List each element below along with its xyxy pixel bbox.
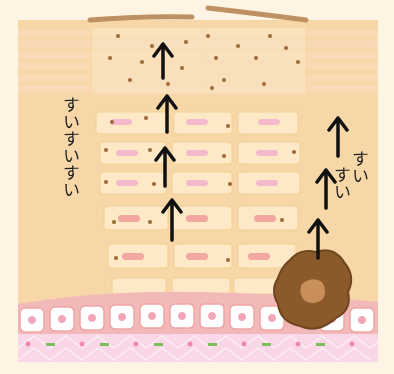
melanin-spot-icon [273, 249, 353, 330]
skin-flake-icon [205, 5, 309, 23]
up-arrow-icon [156, 94, 178, 134]
up-arrow-icon [307, 218, 329, 260]
up-arrow-icon [161, 198, 183, 242]
up-arrow-icon [327, 116, 349, 158]
left-caption: すいすいすい [59, 96, 79, 198]
right-caption-1: すい [348, 150, 368, 184]
up-arrow-icon [154, 146, 176, 188]
up-arrow-icon [152, 42, 174, 80]
horny-layer [18, 28, 378, 95]
right-caption-2: すい [330, 166, 350, 200]
up-arrow-icon [315, 168, 337, 210]
cell-grid [95, 111, 301, 295]
skin-flake-icon [87, 14, 195, 23]
